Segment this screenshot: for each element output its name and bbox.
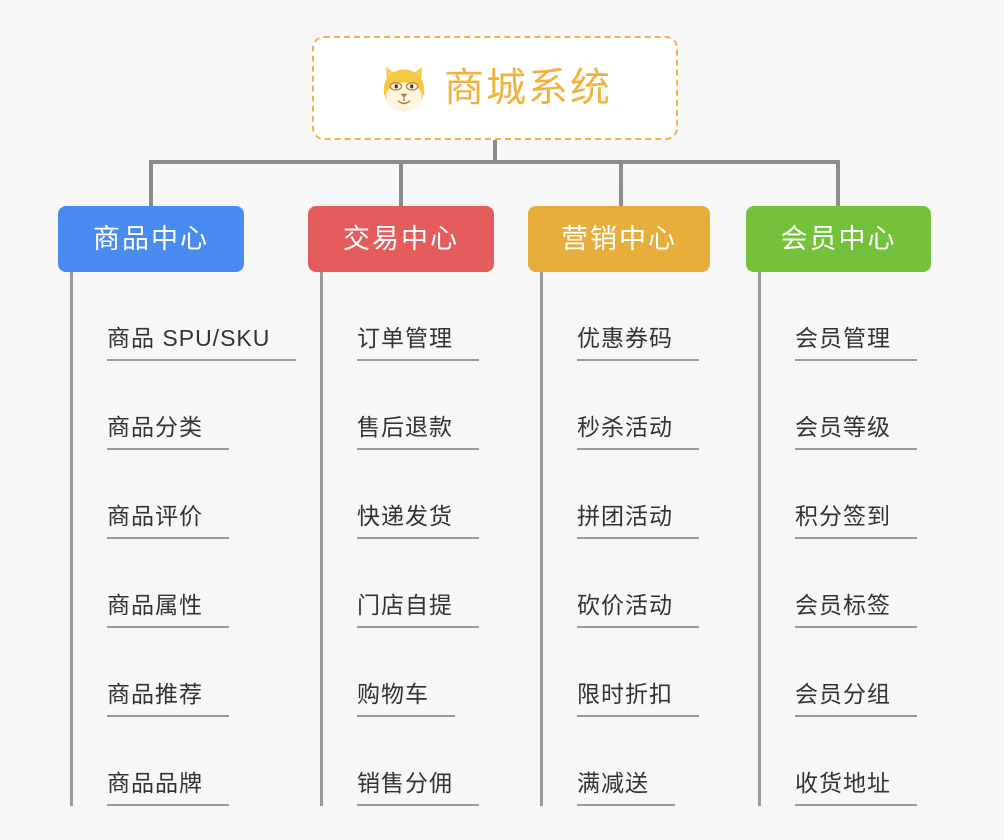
leaf-label: 商品评价	[107, 505, 229, 539]
connector-horizontal-bar	[149, 160, 840, 164]
list-item[interactable]: 优惠券码	[543, 272, 710, 361]
category-header-2[interactable]: 交易中心	[308, 206, 494, 272]
connector-drop-3	[619, 160, 623, 206]
root-title: 商城系统	[444, 66, 612, 110]
leaf-label: 商品分类	[107, 416, 229, 450]
leaf-label: 满减送	[577, 772, 675, 806]
list-item[interactable]: 商品评价	[73, 450, 244, 539]
list-item[interactable]: 快递发货	[323, 450, 494, 539]
list-item[interactable]: 订单管理	[323, 272, 494, 361]
connector-drop-2	[399, 160, 403, 206]
list-item[interactable]: 会员管理	[761, 272, 931, 361]
leaf-label: 会员等级	[795, 416, 917, 450]
list-item[interactable]: 售后退款	[323, 361, 494, 450]
leaf-label: 会员标签	[795, 594, 917, 628]
list-item[interactable]: 限时折扣	[543, 628, 710, 717]
branch-column-3: 营销中心 优惠券码 秒杀活动 拼团活动 砍价活动 限时折扣 满减送	[528, 206, 710, 806]
category-title-4: 会员中心	[780, 223, 897, 254]
category-header-4[interactable]: 会员中心	[746, 206, 931, 272]
leaf-label: 收货地址	[795, 772, 917, 806]
list-item[interactable]: 商品 SPU/SKU	[73, 272, 297, 361]
leaf-label: 砍价活动	[577, 594, 699, 628]
branch-column-2: 交易中心 订单管理 售后退款 快递发货 门店自提 购物车 销售分佣	[308, 206, 494, 806]
list-item[interactable]: 购物车	[323, 628, 494, 717]
category-header-1[interactable]: 商品中心	[58, 206, 244, 272]
leaf-label: 秒杀活动	[577, 416, 699, 450]
leaf-list-1: 商品 SPU/SKU 商品分类 商品评价 商品属性 商品推荐 商品品牌	[70, 272, 297, 806]
connector-stem	[493, 140, 497, 164]
leaf-label: 购物车	[357, 683, 455, 717]
list-item[interactable]: 门店自提	[323, 539, 494, 628]
connector-drop-4	[836, 160, 840, 206]
leaf-label: 商品品牌	[107, 772, 229, 806]
list-item[interactable]: 商品分类	[73, 361, 244, 450]
leaf-label: 拼团活动	[577, 505, 699, 539]
list-item[interactable]: 会员分组	[761, 628, 931, 717]
leaf-label: 会员分组	[795, 683, 917, 717]
list-item[interactable]: 收货地址	[761, 717, 931, 806]
list-item[interactable]: 砍价活动	[543, 539, 710, 628]
category-title-3: 营销中心	[561, 223, 677, 254]
leaf-label: 优惠券码	[577, 327, 699, 361]
list-item[interactable]: 会员标签	[761, 539, 931, 628]
category-title-2: 交易中心	[343, 223, 459, 254]
leaf-label: 销售分佣	[357, 772, 479, 806]
leaf-list-4: 会员管理 会员等级 积分签到 会员标签 会员分组 收货地址	[758, 272, 931, 806]
list-item[interactable]: 销售分佣	[323, 717, 494, 806]
leaf-label: 商品推荐	[107, 683, 229, 717]
leaf-label: 商品属性	[107, 594, 229, 628]
list-item[interactable]: 拼团活动	[543, 450, 710, 539]
category-title-1: 商品中心	[93, 223, 209, 254]
list-item[interactable]: 商品品牌	[73, 717, 244, 806]
leaf-label: 快递发货	[357, 505, 479, 539]
branch-column-1: 商品中心 商品 SPU/SKU 商品分类 商品评价 商品属性 商品推荐 商品品牌	[58, 206, 297, 806]
root-node[interactable]: 商城系统	[312, 36, 678, 140]
list-item[interactable]: 秒杀活动	[543, 361, 710, 450]
leaf-list-3: 优惠券码 秒杀活动 拼团活动 砍价活动 限时折扣 满减送	[540, 272, 710, 806]
branch-column-4: 会员中心 会员管理 会员等级 积分签到 会员标签 会员分组 收货地址	[746, 206, 931, 806]
list-item[interactable]: 商品属性	[73, 539, 244, 628]
list-item[interactable]: 商品推荐	[73, 628, 244, 717]
leaf-label: 门店自提	[357, 594, 479, 628]
leaf-label: 限时折扣	[577, 683, 699, 717]
leaf-label: 订单管理	[357, 327, 479, 361]
shiba-dog-emoji	[378, 62, 430, 114]
connector-drop-1	[149, 160, 153, 206]
leaf-label: 售后退款	[357, 416, 479, 450]
leaf-list-2: 订单管理 售后退款 快递发货 门店自提 购物车 销售分佣	[320, 272, 494, 806]
list-item[interactable]: 满减送	[543, 717, 710, 806]
leaf-label: 会员管理	[795, 327, 917, 361]
list-item[interactable]: 会员等级	[761, 361, 931, 450]
list-item[interactable]: 积分签到	[761, 450, 931, 539]
leaf-label: 商品 SPU/SKU	[107, 327, 297, 361]
category-header-3[interactable]: 营销中心	[528, 206, 710, 272]
leaf-label: 积分签到	[795, 505, 917, 539]
